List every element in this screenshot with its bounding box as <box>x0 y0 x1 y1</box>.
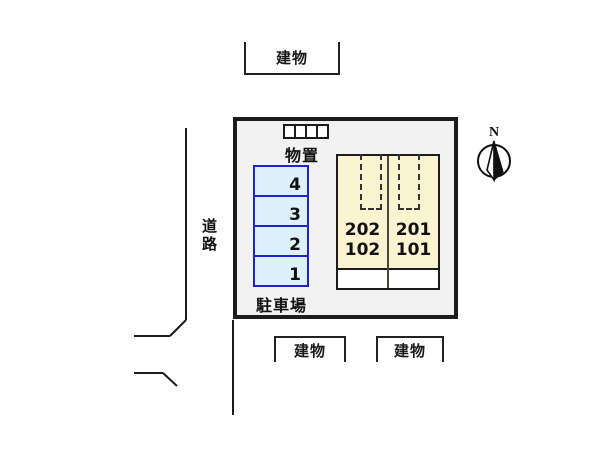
road-edge-diagonals <box>134 319 187 387</box>
storage-cell <box>285 126 296 137</box>
road-label: 道路 <box>200 218 218 254</box>
unit-202-102[interactable]: 202 102 <box>338 154 389 288</box>
unit-202-102-entrance <box>338 270 387 288</box>
unit-number-lower: 101 <box>395 239 432 260</box>
unit-202-102-body: 202 102 <box>338 154 387 270</box>
callout-building-bottom-right-label: 建物 <box>393 342 426 360</box>
parking-label: 駐車場 <box>256 296 308 315</box>
callout-building-bottom-left-label: 建物 <box>293 342 326 360</box>
unit-201-101-body: 201 101 <box>389 154 438 270</box>
storage-cell <box>318 126 327 137</box>
road-edge-vertical-lower <box>232 320 234 415</box>
parking-slot-4[interactable]: 4 <box>255 167 307 197</box>
parking-slot-2-number: 2 <box>289 235 301 255</box>
callout-building-top: 建物 <box>244 42 340 75</box>
parking-slot-1[interactable]: 1 <box>255 257 307 285</box>
unit-201-101-entrance <box>389 270 438 288</box>
parking-slot-2[interactable]: 2 <box>255 227 307 257</box>
unit-number-lower: 102 <box>344 239 381 260</box>
parking-lot: 4 3 2 1 <box>253 165 309 287</box>
parking-slot-4-number: 4 <box>289 175 301 195</box>
callout-building-bottom-left: 建物 <box>274 336 346 362</box>
unit-number-upper: 202 <box>344 219 381 240</box>
storage-block <box>283 124 329 139</box>
callout-building-bottom-right: 建物 <box>376 336 444 362</box>
storage-cell <box>307 126 318 137</box>
storage-label: 物置 <box>285 146 320 165</box>
unit-202-102-numbers: 202 102 <box>338 220 387 260</box>
compass-icon <box>477 140 511 183</box>
unit-201-101[interactable]: 201 101 <box>389 154 438 288</box>
parking-slot-3[interactable]: 3 <box>255 197 307 227</box>
road-edge-vertical <box>185 128 187 320</box>
callout-building-top-label: 建物 <box>275 49 308 67</box>
compass-north-label: N <box>489 125 500 140</box>
unit-number-upper: 201 <box>395 219 432 240</box>
unit-201-101-numbers: 201 101 <box>389 220 438 260</box>
parking-slot-3-number: 3 <box>289 205 301 225</box>
apartment-building: 202 102 201 101 <box>336 154 440 290</box>
balcony-202 <box>360 154 382 210</box>
compass-rose: N <box>473 125 517 184</box>
storage-cell <box>296 126 307 137</box>
balcony-201 <box>398 154 420 210</box>
parking-slot-1-number: 1 <box>289 265 301 285</box>
